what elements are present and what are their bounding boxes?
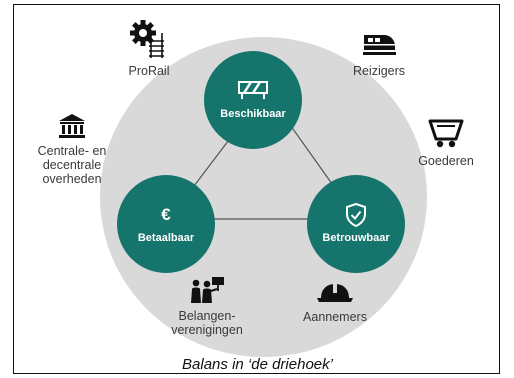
figure-caption: Balans in ‘de driehoek’ [182, 356, 333, 373]
stakeholder-label-prorail: ProRail [128, 64, 170, 78]
stakeholder-aannemers: Aannemers [290, 281, 380, 324]
hard-hat-icon [290, 281, 380, 308]
stakeholder-label-belangen-2: verenigingen [171, 323, 243, 337]
stakeholder-label-overheden-1: Centrale- en [37, 144, 107, 158]
node-label-betrouwbaar: Betrouwbaar [322, 232, 390, 244]
stakeholder-belangenverenigingen: Belangen- verenigingen [162, 276, 252, 337]
train-icon [344, 31, 414, 62]
gear-rail-icon [114, 19, 184, 62]
stakeholder-label-overheden-3: overheden [42, 172, 102, 186]
stakeholder-reizigers: Reizigers [344, 31, 414, 78]
protest-group-icon [162, 276, 252, 307]
stakeholder-prorail: ProRail [114, 19, 184, 78]
stakeholder-label-aannemers: Aannemers [303, 310, 367, 324]
node-label-beschikbaar: Beschikbaar [220, 108, 286, 120]
mine-cart-icon [406, 115, 486, 152]
node-betrouwbaar: Betrouwbaar [307, 175, 405, 273]
shield-check-icon [345, 203, 367, 227]
stakeholder-label-reizigers: Reizigers [352, 64, 406, 78]
stakeholder-overheden: Centrale- en decentrale overheden [22, 113, 122, 186]
government-building-icon [22, 113, 122, 142]
euro-icon: € [161, 205, 171, 224]
stakeholder-goederen: Goederen [406, 115, 486, 168]
barrier-icon [236, 80, 270, 102]
stakeholder-label-overheden-2: decentrale [42, 158, 102, 172]
node-label-betaalbaar: Betaalbaar [137, 232, 195, 244]
stakeholder-label-belangen-1: Belangen- [178, 309, 236, 323]
figure-frame: Beschikbaar € Betaalbaar Betrouwbaar [13, 4, 500, 374]
node-betaalbaar: € Betaalbaar [117, 175, 215, 273]
stakeholder-label-goederen: Goederen [418, 154, 474, 168]
node-beschikbaar: Beschikbaar [204, 51, 302, 149]
